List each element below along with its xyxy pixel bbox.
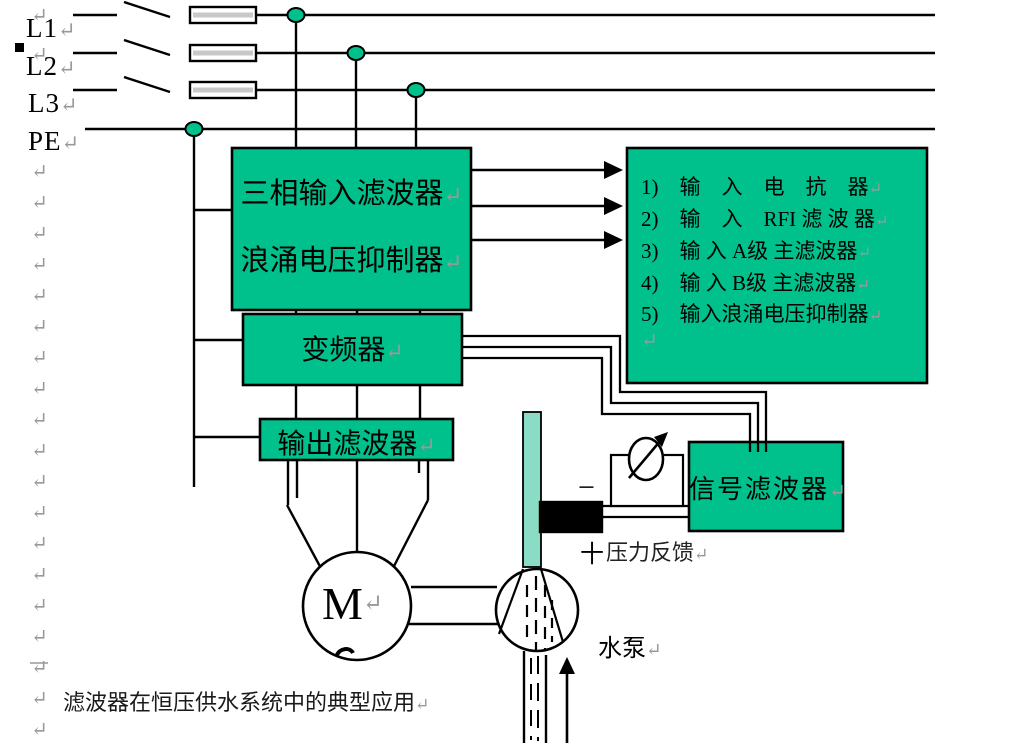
- paragraph-mark-icon: ↵: [829, 481, 848, 503]
- paragraph-mark-icon: ↵: [31, 254, 48, 276]
- phase-line-l1: [73, 0, 935, 149]
- output-filter-label: 输出滤波器↵: [277, 429, 436, 460]
- gauge-icon: [627, 432, 668, 482]
- phase-line-l3: [73, 75, 935, 149]
- paragraph-mark-icon: ↵: [31, 378, 48, 400]
- paragraph-mark-icon: ↵: [60, 93, 79, 117]
- paragraph-mark-icon: ↵: [31, 719, 48, 741]
- polarity-minus: −: [578, 471, 595, 504]
- legend-empty-line: ↵: [641, 328, 658, 353]
- shaft-lines: [409, 585, 498, 626]
- signal-wires: [462, 334, 768, 452]
- pump-outlet-pipe: [522, 651, 548, 743]
- motor-phase-mark-icon: [335, 647, 355, 657]
- paragraph-mark-icon: ↵: [868, 306, 883, 325]
- phase-line-l2: [73, 38, 935, 149]
- input-filter-label-2: 浪涌电压抑制器↵: [240, 245, 463, 277]
- paragraph-mark-icon: ↵: [443, 250, 463, 275]
- output-filter-box: [258, 417, 455, 462]
- pressure-feedback-label: 压力反馈↵: [606, 540, 709, 565]
- signal-filter-box: [687, 440, 845, 533]
- paragraph-mark-icon: ↵: [874, 211, 889, 230]
- water-pipe: [522, 411, 542, 568]
- anchor-square-icon: [15, 43, 24, 52]
- paragraph-mark-icon: ↵: [31, 471, 48, 493]
- paragraph-mark-icon: ↵: [31, 5, 48, 27]
- phase-label-l1: L1↵: [26, 13, 77, 43]
- switch-blade-icon: [123, 38, 171, 57]
- paragraph-mark-icon: ↵: [443, 183, 463, 208]
- phase-label-l2: L2↵: [26, 51, 77, 81]
- paragraph-mark-icon: ↵: [417, 434, 436, 458]
- motor-circle: [301, 550, 413, 662]
- legend-item-3: 3) 输 入 A级 主滤波器↵: [641, 239, 872, 263]
- inverter-label: 变频器↵: [301, 335, 404, 366]
- legend-item-5: 5) 输入浪涌电压抑制器↵: [641, 302, 883, 326]
- motor-feeders: [285, 460, 430, 573]
- motor-label: M↵: [322, 578, 384, 629]
- junction-dots: [184, 7, 426, 137]
- paragraph-mark-icon: ↵: [31, 533, 48, 555]
- paragraph-mark-icon: ↵: [646, 640, 662, 661]
- paragraph-mark-icon: ↵: [857, 243, 872, 262]
- paragraph-mark-icon: ↵: [31, 564, 48, 586]
- paragraph-mark-icon: ↵: [31, 688, 48, 710]
- legend-item-2: 2) 输 入 RFI 滤 波 器↵: [641, 207, 889, 231]
- legend-item-1: 1) 输 入 电 抗 器↵: [641, 175, 883, 199]
- phase-label-l3: L3↵: [28, 88, 79, 118]
- paragraph-mark-icon: ↵: [31, 409, 48, 431]
- pump-internals: [497, 568, 565, 652]
- paragraph-mark-icon: ↵: [31, 347, 48, 369]
- caption: 滤波器在恒压供水系统中的典型应用↵: [63, 690, 430, 715]
- paragraph-mark-icon: ↵: [31, 657, 48, 679]
- paragraph-mark-icon: ↵: [58, 56, 77, 80]
- phase-label-pe: PE↵: [28, 126, 81, 156]
- flow-arrow-icon: [559, 657, 575, 743]
- paragraph-mark-icon: ↵: [641, 330, 658, 352]
- switch-blade-icon: [123, 0, 171, 19]
- signal-filter-label: 信号滤波器↵: [689, 475, 848, 504]
- paragraph-mark-icon: ↵: [31, 502, 48, 524]
- paragraph-mark-icon: ↵: [385, 340, 404, 364]
- input-filter-label-1: 三相输入滤波器↵: [240, 178, 463, 210]
- polarity-plus: 十: [580, 542, 604, 568]
- paragraph-mark-icon: ↵: [31, 44, 48, 66]
- legend-arrows: [471, 161, 623, 249]
- pump-label: 水泵↵: [598, 636, 662, 662]
- pressure-sensor: [538, 500, 604, 534]
- inverter-box: [241, 312, 464, 387]
- paragraph-mark-icon: ↵: [694, 545, 709, 564]
- paragraph-mark-icon: ↵: [31, 223, 48, 245]
- paragraph-mark-icon: ↵: [31, 192, 48, 214]
- paragraph-mark-icon: ↵: [58, 18, 77, 42]
- switch-blade-icon: [123, 75, 171, 94]
- paragraph-mark-icon: ↵: [868, 179, 883, 198]
- paragraph-mark-icon: ↵: [856, 275, 870, 294]
- paragraph-mark-icon: ↵: [31, 440, 48, 462]
- paragraph-mark-icon: ↵: [362, 591, 384, 617]
- paragraph-mark-icon: ↵: [31, 161, 48, 183]
- paragraph-mark-icon: ↵: [61, 131, 81, 155]
- paragraph-mark-icon: ↵: [31, 626, 48, 648]
- paragraph-mark-icon: ↵: [31, 316, 48, 338]
- legend-box: [625, 146, 929, 385]
- feedback-wires: [602, 504, 689, 519]
- paragraph-mark-icon: ↵: [415, 695, 430, 714]
- paragraph-mark-icon: ↵: [31, 595, 48, 617]
- paragraph-mark-icon: ↵: [31, 285, 48, 307]
- input-filter-box: [230, 146, 473, 312]
- legend-item-4: 4) 输 入 B级 主滤波器↵: [641, 271, 870, 295]
- pe-line: [85, 127, 935, 487]
